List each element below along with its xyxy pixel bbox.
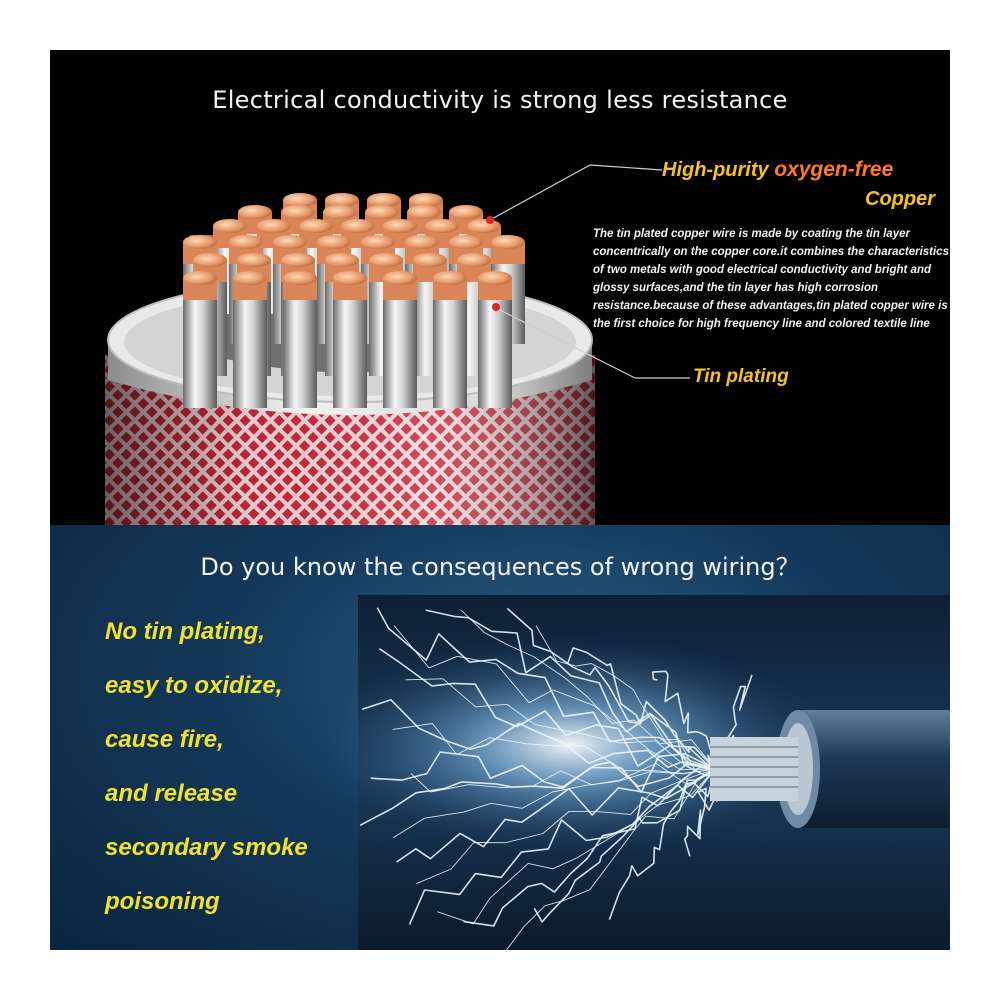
strand-copper-tip xyxy=(491,235,525,249)
strand-copper-tip xyxy=(383,219,417,233)
strand-copper-tip xyxy=(273,235,307,249)
strand-copper-tip xyxy=(383,271,417,285)
strand-copper-tip xyxy=(183,271,217,285)
power-cable xyxy=(710,710,950,828)
lightning-bolt xyxy=(506,607,716,777)
lightning-bolt xyxy=(359,753,716,827)
lightning-bolt xyxy=(651,670,717,770)
lightning-bolt xyxy=(405,678,716,770)
bottom-panel: Do you know the consequences of wrong wi… xyxy=(50,525,950,950)
warning-line: and release xyxy=(105,780,238,807)
strand-copper-tip xyxy=(457,253,491,267)
lightning-bolt xyxy=(533,768,716,923)
lightning-bolt xyxy=(566,647,716,770)
warning-line: poisoning xyxy=(105,888,220,915)
top-panel: Electrical conductivity is strong less r… xyxy=(50,50,950,525)
lightning-bolt xyxy=(505,768,716,950)
strand-copper-tip xyxy=(323,205,357,219)
strand-copper-tip xyxy=(369,253,403,267)
electric-cable-illustration xyxy=(310,595,950,950)
strand-copper-tip xyxy=(299,219,333,233)
cable-cross-section-illustration xyxy=(105,164,690,525)
tin-marker-dot xyxy=(492,303,500,311)
strand-copper-tip xyxy=(281,253,315,267)
strand-copper-tip xyxy=(237,253,271,267)
strand-copper-tip xyxy=(425,219,459,233)
copper-callout-sublabel: Copper xyxy=(865,188,935,210)
strand-copper-tip xyxy=(325,253,359,267)
tinned-copper-strands xyxy=(183,193,525,408)
strand-copper-tip xyxy=(341,219,375,233)
lightning-bolt xyxy=(460,609,716,770)
callout-lines xyxy=(486,164,690,379)
strand-copper-tip xyxy=(229,235,263,249)
strand-copper-tip xyxy=(365,205,399,219)
lightning-bolt xyxy=(410,763,716,793)
strand-copper-tip xyxy=(193,253,227,267)
lightning-bolt xyxy=(392,768,716,839)
warning-list: No tin plating, easy to oxidize, cause f… xyxy=(105,605,308,929)
strand-copper-tip xyxy=(407,205,441,219)
wrong-wiring-question: Do you know the consequences of wrong wi… xyxy=(200,553,800,581)
lightning-bolt xyxy=(392,723,716,774)
copper-label-prefix: High-purity xyxy=(662,159,775,181)
lightning-bolt xyxy=(396,768,716,863)
strand-copper-tip xyxy=(449,235,483,249)
strand-copper-tip xyxy=(405,235,439,249)
lightning-bolt xyxy=(370,751,716,788)
strand-copper-tip xyxy=(325,193,359,207)
tin-plating-description: The tin plated copper wire is made by co… xyxy=(593,228,949,330)
lightning-bolts xyxy=(359,607,753,950)
oxygen-free-highlight: oxygen-free xyxy=(774,158,894,181)
strand-copper-tip xyxy=(478,271,512,285)
strand-copper-tip xyxy=(413,253,447,267)
strand-copper-tip xyxy=(317,235,351,249)
lightning-bolt xyxy=(425,609,716,770)
warning-line: secondary smoke xyxy=(105,834,308,861)
strand-copper-tip xyxy=(283,193,317,207)
warning-line: No tin plating, xyxy=(105,618,265,645)
strand-copper-tip xyxy=(233,271,267,285)
lightning-bolt xyxy=(378,647,716,770)
strand-copper-tip xyxy=(281,205,315,219)
warning-line: easy to oxidize, xyxy=(105,672,283,699)
lightning-bolt xyxy=(437,768,716,925)
strand-copper-tip xyxy=(183,235,217,249)
lightning-bolt xyxy=(361,699,716,770)
strand-copper-tip xyxy=(433,271,467,285)
lightning-bolt xyxy=(408,768,716,925)
tin-plating-callout-label: Tin plating xyxy=(693,366,789,387)
strand-copper-tip xyxy=(367,193,401,207)
strand-copper-tip xyxy=(467,219,501,233)
strand-copper-tip xyxy=(238,205,272,219)
copper-callout-label: High-purity oxygen-free xyxy=(662,158,893,182)
lightning-bolt xyxy=(535,625,716,770)
strand-copper-tip xyxy=(361,235,395,249)
lightning-bolt xyxy=(393,625,716,771)
lightning-bolt xyxy=(463,766,716,927)
strand-copper-tip xyxy=(283,271,317,285)
conductivity-headline: Electrical conductivity is strong less r… xyxy=(212,86,788,114)
strand-copper-tip xyxy=(409,193,443,207)
lightning-glow xyxy=(310,635,830,855)
strand-copper-tip xyxy=(213,219,247,233)
strand-copper-tip xyxy=(449,205,483,219)
warning-line: cause fire, xyxy=(105,726,224,753)
copper-marker-dot xyxy=(486,216,494,224)
strand-copper-tip xyxy=(333,271,367,285)
strand-copper-tip xyxy=(257,219,291,233)
lightning-bolt xyxy=(416,768,716,885)
